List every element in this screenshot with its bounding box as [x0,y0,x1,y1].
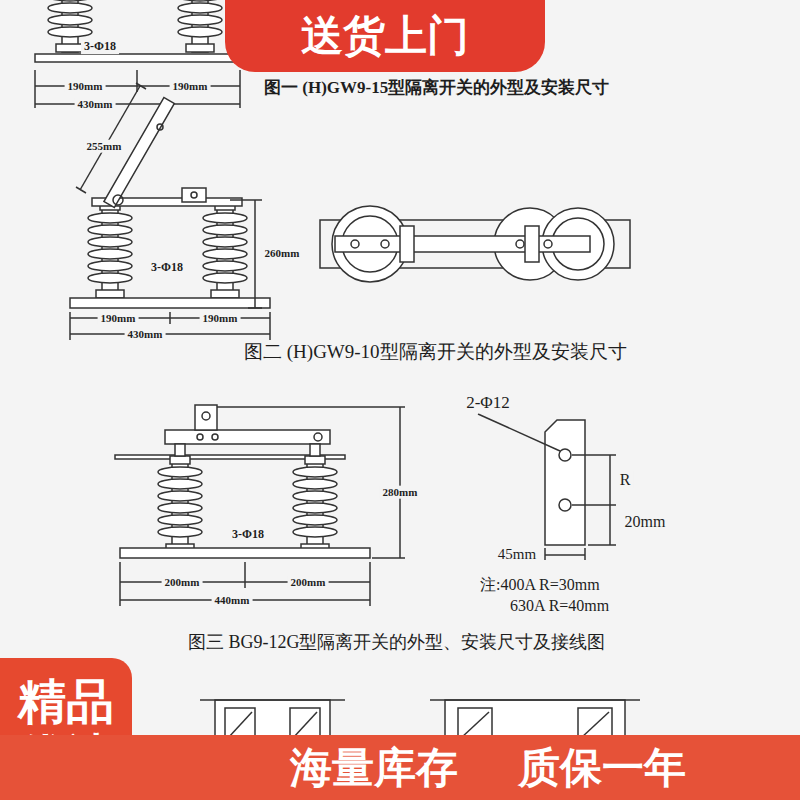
switch-figure-3-part [197,434,203,440]
dimension: 20mm [622,513,669,531]
top-view-part [381,240,389,248]
figure-caption: 图二 (H)GW9-10型隔离开关的外型及安装尺寸 [242,341,629,363]
top-view-part [335,236,590,252]
switch-figure-3-part [165,430,330,444]
note: 630A R=40mm [508,597,611,615]
switch-figure-2-part [113,195,123,205]
terminal-detail-part [584,548,586,560]
dimension: 430mm [125,328,166,341]
dimension: 190mm [170,80,211,93]
switch-figure-3-part [314,433,322,441]
top-view-part [351,240,359,248]
hole-spec: 2-Φ12 [463,393,513,413]
top-view-part [525,226,539,262]
dimension: 200mm [288,576,329,589]
switch-figure-2-part [88,202,132,298]
switch-figure-3-part [217,406,405,408]
switch-figure-3-part [158,456,202,552]
switch-figure-3-part [212,434,218,440]
terminal-detail-part [478,414,560,451]
terminal-detail-part [588,544,616,546]
note: 注:400A R=30mm [478,576,602,594]
dimension: 190mm [98,312,139,325]
terminal-detail-part [545,420,585,545]
figure-caption: 图三 BG9-12G型隔离开关的外型、安装尺寸及接线图 [186,632,608,653]
switch-figure-3-part [120,581,370,583]
switch-figure-2-part [203,202,247,298]
hole-spec: 3-Φ18 [81,40,119,54]
switch-figure-2-part [104,98,174,208]
top-view [320,206,630,282]
dimension: 260mm [262,247,303,260]
terminal-detail-part [544,548,546,560]
terminal-detail-part [545,554,585,556]
service-bar: 海量库存 质保一年 [0,735,800,800]
top-view-part [400,226,414,262]
switch-figure-3-part [120,548,370,558]
dimension: 45mm [495,546,539,563]
switch-figure-2-part [191,192,197,198]
switch-figure-2-part [248,307,262,309]
partial-figure-4 [200,700,640,740]
figure-caption: 图一 (H)GW9-15型隔离开关的外型及安装尺寸 [262,78,611,98]
hole-spec: 3-Φ18 [148,261,186,275]
switch-figure-3-part [202,412,210,420]
switch-figure-3-part [293,456,337,552]
terminal-detail-part [609,455,611,545]
switch-figure-3 [115,405,405,606]
terminal-detail-part [559,449,571,461]
switch-figure-3-part [399,407,401,558]
partial-figure-4-part [200,699,345,701]
dimension: 280mm [380,486,421,499]
switch-figure-1-part [136,70,138,92]
switch-figure-2-part [254,200,256,308]
switch-figure-2-part [70,298,270,308]
top-view-part [516,240,524,248]
switch-figure-2-part [136,83,146,89]
switch-figure-1-part [178,0,222,52]
switch-figure-2 [70,83,270,340]
switch-figure-2-part [230,199,262,201]
dimension: 430mm [75,98,116,111]
switch-figure-2-part [69,312,71,340]
partial-figure-4-part [215,700,330,740]
top-view-part [544,240,552,248]
node-text: 海量库存 [290,740,458,796]
partial-figure-4-part [430,699,640,701]
dimension: R [617,471,634,489]
switch-figure-1-part [35,54,240,62]
dimension: 190mm [65,80,106,93]
dimension: 190mm [200,312,241,325]
switch-figure-3-part [175,444,185,456]
delivery-banner: 送货上门 [225,0,545,72]
switch-figure-2-part [70,333,270,335]
switch-figure-2-part [76,187,86,193]
switch-figure-3-part [244,562,246,588]
terminal-detail-part [559,499,571,511]
dimension: 255mm [84,140,125,153]
dimension: 440mm [212,594,253,607]
switch-figure-1-part [239,70,241,108]
node-text: 送货上门 [301,8,469,64]
switch-figure-1-part [34,70,36,108]
switch-figure-3-part [372,557,405,559]
dimension: 200mm [162,576,203,589]
switch-figure-3-part [195,405,217,430]
switch-figure-1-part [35,103,240,105]
hole-spec: 3-Φ18 [229,528,267,542]
switch-figure-2-part [269,312,271,340]
switch-figure-3-part [310,444,320,456]
switch-figure-2-part [157,124,163,130]
switch-figure-2-part [182,188,206,202]
node-text: 质保一年 [518,740,686,796]
partial-figure-4-part [445,700,625,740]
terminal-detail [478,414,616,560]
